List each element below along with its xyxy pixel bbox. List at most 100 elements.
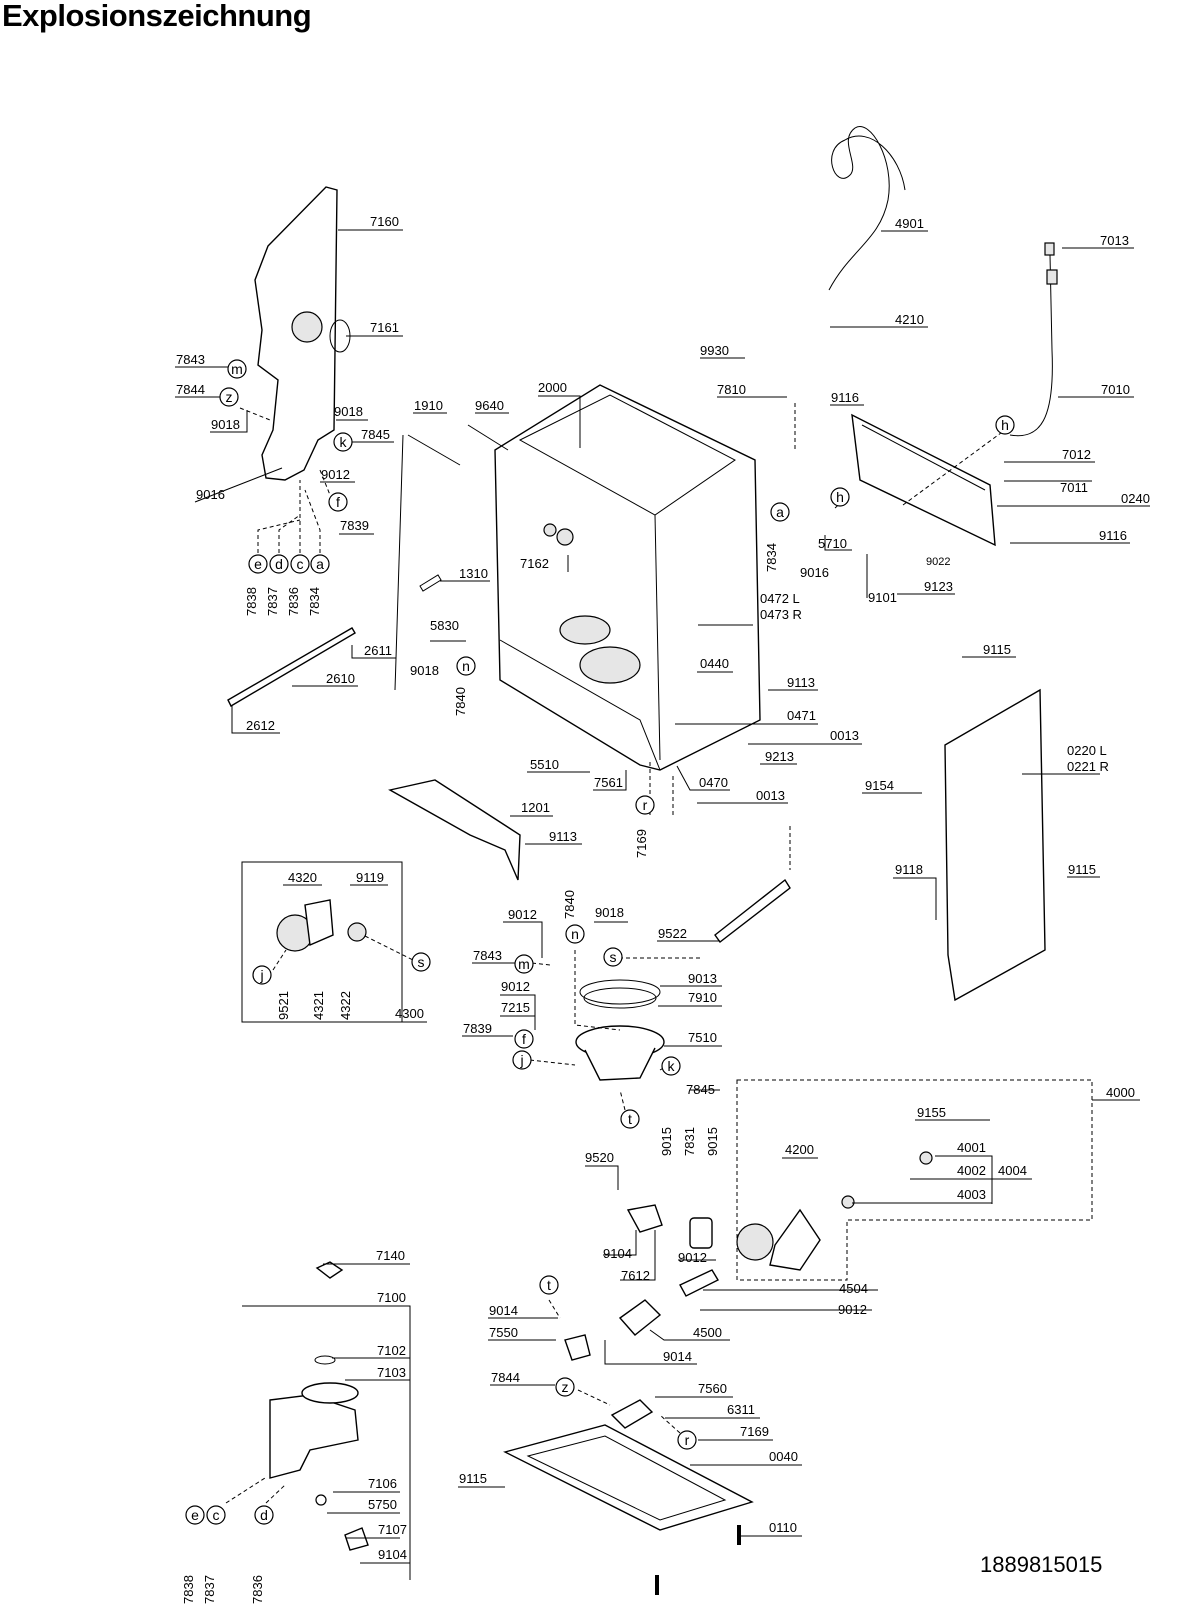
svg-text:a: a: [776, 504, 784, 520]
callout-t: t: [620, 1109, 640, 1129]
part-labels: 7160 7161 7843 7844 9018 9018 7845 9012 …: [176, 214, 1150, 1604]
label-9018: 9018: [334, 404, 363, 419]
label-4504: 4504: [839, 1281, 868, 1296]
label-9521: 9521: [276, 991, 291, 1020]
label-9018: 9018: [410, 663, 439, 678]
softener-7100: [269, 1394, 359, 1479]
label-7013: 7013: [1100, 233, 1129, 248]
tub-frame-2000: [494, 384, 761, 771]
motor-4200: [769, 1208, 821, 1271]
label-7843: 7843: [176, 352, 205, 367]
label-1201: 1201: [521, 800, 550, 815]
svg-text:m: m: [231, 361, 243, 377]
callout-j: j: [512, 1050, 532, 1070]
label-0240: 0240: [1121, 491, 1150, 506]
label-9012: 9012: [508, 907, 537, 922]
label-4210: 4210: [895, 312, 924, 327]
svg-text:e: e: [254, 556, 262, 572]
callout-c: c: [206, 1505, 226, 1525]
label-2611: 2611: [364, 643, 392, 658]
label-2610: 2610: [326, 671, 355, 686]
label-7169: 7169: [740, 1424, 769, 1439]
part-7560: [610, 1399, 654, 1429]
svg-text:h: h: [836, 489, 844, 505]
label-9013: 9013: [688, 971, 717, 986]
label-9155: 9155: [917, 1105, 946, 1120]
label-7012: 7012: [1062, 447, 1091, 462]
callout-r: r: [635, 795, 655, 815]
svg-text:t: t: [547, 1277, 551, 1293]
callout-c: c: [290, 554, 310, 574]
callout-k: k: [333, 432, 353, 452]
label-9016: 9016: [800, 565, 829, 580]
label-9012: 9012: [321, 467, 350, 482]
label-9015: 9015: [705, 1127, 720, 1156]
label-9113: 9113: [787, 675, 815, 690]
callout-z: z: [219, 387, 239, 407]
label-7561: 7561: [594, 775, 623, 790]
callout-letters: m z k f e d c a h h a n r j s n s m f k …: [185, 359, 1015, 1525]
label-7612: 7612: [621, 1268, 650, 1283]
label-0470: 0470: [699, 775, 728, 790]
seal-1910: [394, 434, 404, 691]
label-0473R: 0473 R: [760, 607, 802, 622]
svg-text:a: a: [316, 556, 324, 572]
label-7839: 7839: [340, 518, 369, 533]
document-number: 1889815015: [980, 1552, 1103, 1577]
label-5710: 5710: [818, 536, 847, 551]
svg-text:s: s: [610, 949, 617, 965]
callout-n: n: [456, 656, 476, 676]
motor-assembly-4000-frame: [736, 1079, 1093, 1281]
label-9115: 9115: [459, 1471, 487, 1486]
label-7844: 7844: [491, 1370, 520, 1385]
plug-7010: [1046, 269, 1058, 285]
callout-d: d: [254, 1505, 274, 1525]
callout-s: s: [603, 947, 623, 967]
label-9012: 9012: [838, 1302, 867, 1317]
callout-f: f: [514, 1029, 534, 1049]
label-7810: 7810: [717, 382, 746, 397]
label-7839: 7839: [463, 1021, 492, 1036]
rail-2610: [227, 627, 356, 707]
label-7838: 7838: [181, 1575, 196, 1604]
label-9104: 9104: [603, 1246, 632, 1261]
label-7102: 7102: [377, 1343, 406, 1358]
label-4003: 4003: [957, 1187, 986, 1202]
label-9113: 9113: [549, 829, 577, 844]
label-7836: 7836: [286, 587, 301, 616]
label-9018: 9018: [211, 417, 240, 432]
label-0472L: 0472 L: [760, 591, 800, 606]
base-0040: [503, 1424, 754, 1531]
callout-e: e: [185, 1505, 205, 1525]
svg-text:s: s: [418, 954, 425, 970]
label-7910: 7910: [688, 990, 717, 1005]
pump-4500: [618, 1299, 662, 1336]
label-9123: 9123: [924, 579, 953, 594]
label-0221R: 0221 R: [1067, 759, 1109, 774]
label-1310: 1310: [459, 566, 488, 581]
label-9018: 9018: [595, 905, 624, 920]
svg-text:z: z: [562, 1379, 569, 1395]
svg-text:r: r: [643, 797, 648, 813]
label-7140: 7140: [376, 1248, 405, 1263]
plug-7013: [1044, 242, 1055, 256]
callout-n: n: [565, 924, 585, 944]
label-9930: 9930: [700, 343, 729, 358]
label-9012: 9012: [678, 1250, 707, 1265]
label-7840: 7840: [562, 890, 577, 919]
callout-e: e: [248, 554, 268, 574]
label-7162: 7162: [520, 556, 549, 571]
label-9213: 9213: [765, 749, 794, 764]
label-4901: 4901: [895, 216, 924, 231]
label-7845: 7845: [361, 427, 390, 442]
label-4500: 4500: [693, 1325, 722, 1340]
label-7831: 7831: [682, 1127, 697, 1156]
label-4300: 4300: [395, 1006, 424, 1021]
label-4320: 4320: [288, 870, 317, 885]
callout-d: d: [269, 554, 289, 574]
bracket-0240: [851, 413, 996, 547]
label-7010: 7010: [1101, 382, 1130, 397]
label-9016: 9016: [196, 487, 225, 502]
callout-m: m: [514, 954, 534, 974]
